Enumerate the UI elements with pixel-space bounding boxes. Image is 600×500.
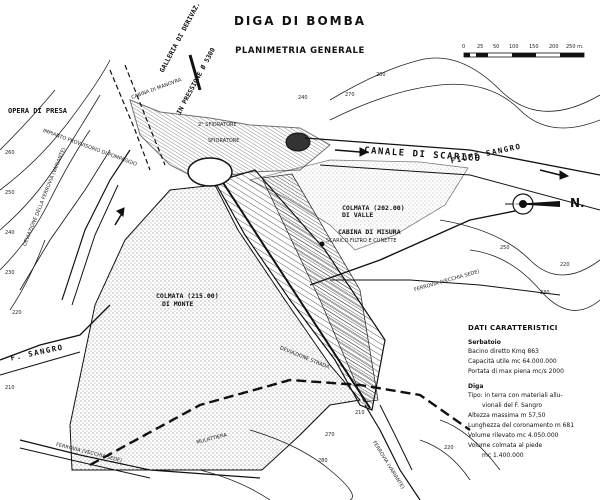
dam-crest-line xyxy=(219,177,371,409)
label-sfioratore-2: 2° SFIORATORE xyxy=(198,122,237,128)
contour-label: 260 xyxy=(5,150,15,156)
diga-heading: Diga xyxy=(468,383,484,390)
flow-arrows xyxy=(114,147,570,226)
dati-caratteristici-panel: DATI CARATTERISTICI Serbatoio Bacino dir… xyxy=(468,324,598,460)
label-sfioratore: SFIORATORE xyxy=(208,138,240,144)
contour-label: 250 xyxy=(500,245,510,251)
cabina-misura-marker xyxy=(319,241,325,247)
serbatoio-line: Portata di max piena mc/s 2000 xyxy=(468,368,564,375)
diga-line: Altezza massima m 57,50 xyxy=(468,412,546,419)
diga-line: mc 1.400.000 xyxy=(482,452,524,459)
scale-tick: 150 xyxy=(529,44,539,50)
contour-label: 240 xyxy=(5,230,15,236)
contour-label: 230 xyxy=(5,270,15,276)
label-cabina-di-misura: CABINA DI MISURA xyxy=(338,228,401,236)
scale-tick: 0 xyxy=(462,44,466,50)
north-label: N. xyxy=(570,196,585,210)
contour-label: 280 xyxy=(318,458,328,464)
page-title: DIGA DI BOMBA xyxy=(233,14,367,28)
label-colmata-monte-quota: COLMATA (215.00) xyxy=(156,292,219,300)
contour-label: 220 xyxy=(12,310,22,316)
ferrovia-vecchia xyxy=(19,439,261,479)
label-colmata-valle: DI VALLE xyxy=(342,211,374,219)
contour-label: 240 xyxy=(298,95,308,101)
colmata-di-monte-area xyxy=(69,184,361,471)
contour-label: 270 xyxy=(345,92,355,98)
north-arrow-icon xyxy=(505,193,560,215)
contour-label: 250 xyxy=(5,190,15,196)
river-upstream xyxy=(0,304,111,361)
scale-tick: 100 xyxy=(509,44,519,50)
serbatoio-line: Bacino diretto Kmq 863 xyxy=(468,348,539,355)
contour-label: 270 xyxy=(325,432,335,438)
diga-line: Tipo: in terra con materiali allu- xyxy=(468,392,563,399)
canale-di-scarico xyxy=(304,137,600,176)
diga-line: Volume rilevato mc 4.050.000 xyxy=(468,432,559,439)
label-colmata-monte: DI MONTE xyxy=(162,300,194,308)
galleria-derivazione xyxy=(109,69,151,171)
diga-line: Lunghezza del coronamento m 681 xyxy=(468,422,575,429)
scale-tick: 25 xyxy=(477,44,484,50)
scale-tick: 50 xyxy=(493,44,500,50)
spillway-structure xyxy=(129,99,331,181)
contour-lines xyxy=(0,57,600,500)
page-subtitle: PLANIMETRIA GENERALE xyxy=(235,46,365,56)
contour-label: 220 xyxy=(444,445,454,451)
label-scarico-filtro: SCARICO FILTRO E CUNETTE xyxy=(326,238,397,244)
diga-line: Volume colmata al piede xyxy=(468,442,543,449)
contour-label: 280 xyxy=(376,72,386,78)
contour-label: 230 xyxy=(540,290,550,296)
scale-tick: 200 xyxy=(549,44,559,50)
serbatoio-line: Capacità utile mc 64.000.000 xyxy=(468,358,557,365)
dam-core xyxy=(261,173,379,403)
road-top xyxy=(309,209,521,286)
label-colmata-valle-quota: COLMATA (202.00) xyxy=(342,204,405,212)
dati-heading: DATI CARATTERISTICI xyxy=(468,324,558,332)
contour-label: 220 xyxy=(560,262,570,268)
stilling-basin xyxy=(187,157,233,187)
serbatoio-heading: Serbatoio xyxy=(468,339,501,346)
diga-line: vionali del F. Sangro xyxy=(482,402,543,409)
contour-label: 210 xyxy=(5,385,15,391)
scale-bar xyxy=(463,52,585,58)
contour-label: 210 xyxy=(355,410,365,416)
label-opera-di-presa: OPERA DI PRESA xyxy=(8,107,68,115)
scale-tick: 250 m. xyxy=(566,44,584,50)
ferrovia-left xyxy=(61,149,131,301)
